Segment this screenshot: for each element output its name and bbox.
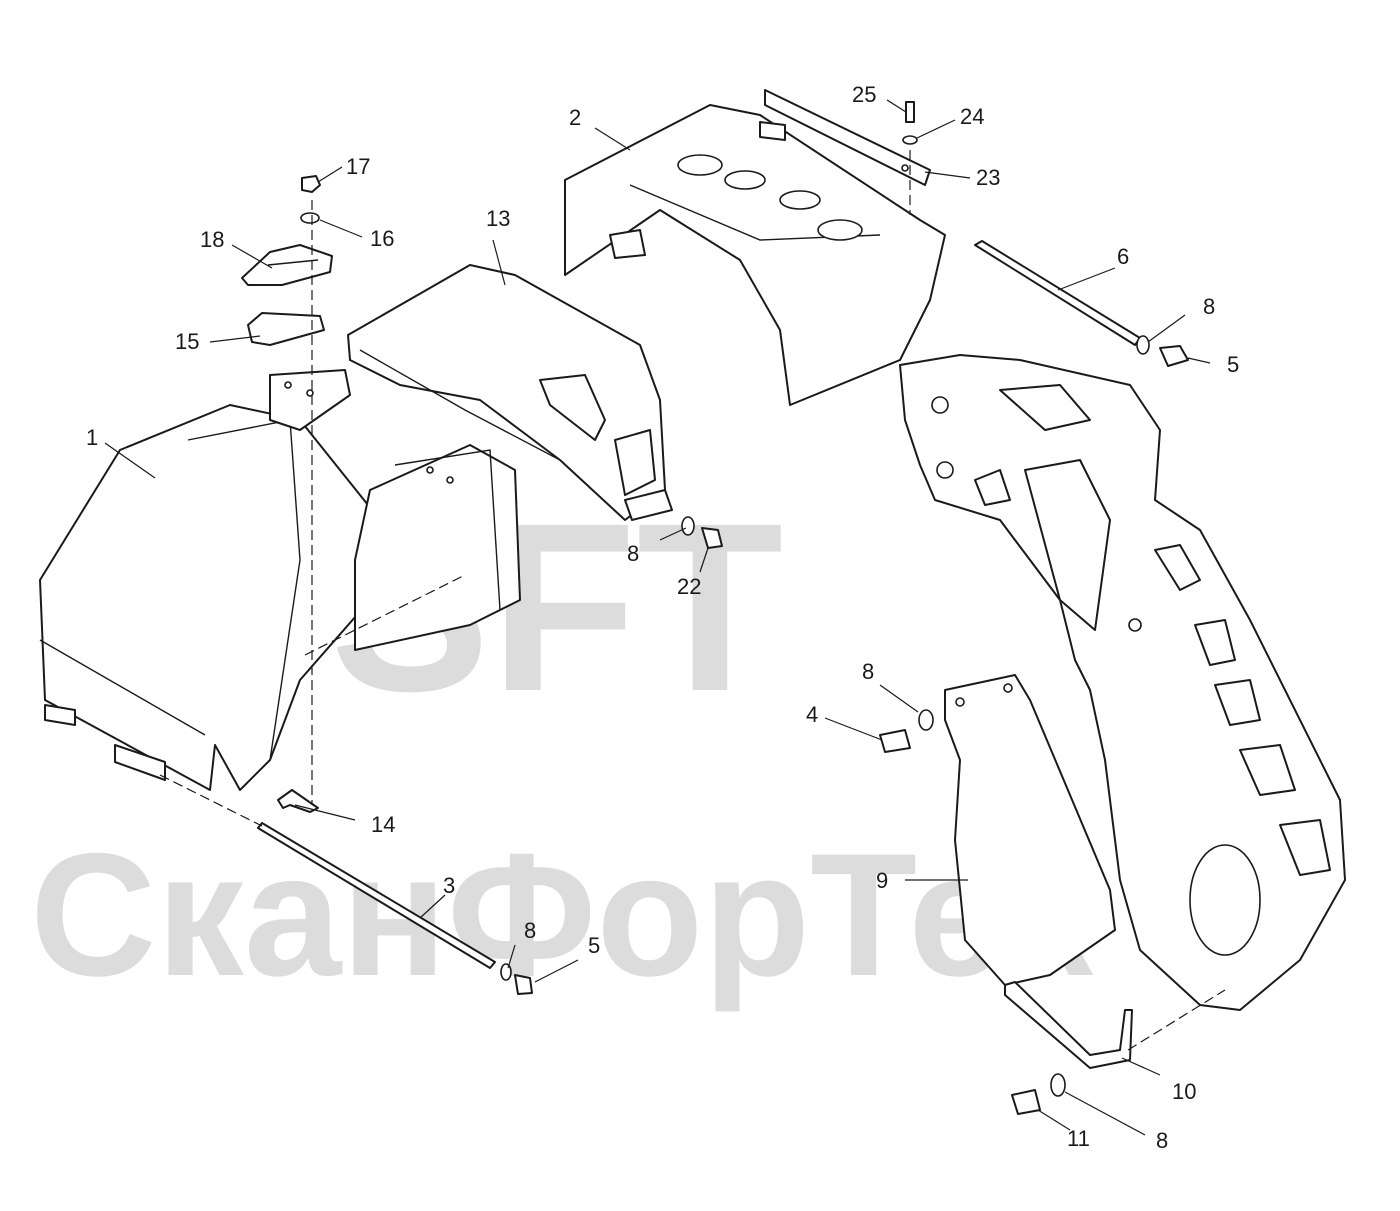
part-13-middle-cover <box>347 264 673 521</box>
callout-4: 4 <box>806 702 818 727</box>
watermark: SFT СканФорТек <box>30 473 1094 1013</box>
callout-8-middle: 8 <box>627 541 639 566</box>
callout-labels: 1 2 3 4 5 5 6 8 8 8 8 8 9 10 11 13 14 15… <box>86 82 1239 1153</box>
callout-18: 18 <box>200 227 224 252</box>
part-6-long-bolt <box>974 240 1141 346</box>
callout-8-right-top: 8 <box>1203 294 1215 319</box>
callout-22: 22 <box>677 574 701 599</box>
callout-13: 13 <box>486 206 510 231</box>
callout-6: 6 <box>1117 244 1129 269</box>
callout-23: 23 <box>976 165 1000 190</box>
watermark-brand-text: СканФорТек <box>30 818 1094 1013</box>
callout-11: 11 <box>1067 1126 1090 1151</box>
callout-25: 25 <box>852 82 876 107</box>
part-23-strip <box>764 89 931 186</box>
callout-5-bottom: 5 <box>588 933 600 958</box>
callout-1: 1 <box>86 425 98 450</box>
part-9-shield <box>944 674 1116 986</box>
callout-8-bottom-right: 8 <box>1156 1128 1168 1153</box>
part-10-bracket <box>1004 981 1133 1069</box>
part-2-top-cover <box>564 104 946 406</box>
callout-3: 3 <box>443 873 455 898</box>
callout-14: 14 <box>371 812 395 837</box>
callout-15: 15 <box>175 329 199 354</box>
latch-assembly <box>241 244 333 346</box>
part-14-clip <box>277 789 319 813</box>
right-frame <box>899 354 1346 1011</box>
callout-10: 10 <box>1172 1079 1196 1104</box>
callout-16: 16 <box>370 226 394 251</box>
assembly-lines <box>159 150 1226 1051</box>
callout-8-right-mid: 8 <box>862 659 874 684</box>
callout-8-bottom-left: 8 <box>524 918 536 943</box>
hardware <box>300 101 1189 1115</box>
callout-9: 9 <box>876 868 888 893</box>
callout-5-right: 5 <box>1227 352 1239 377</box>
callout-24: 24 <box>960 104 984 129</box>
callout-17: 17 <box>346 154 370 179</box>
callout-2: 2 <box>569 105 581 130</box>
leader-lines <box>104 99 1211 1136</box>
part-1-left-cover <box>39 369 521 791</box>
